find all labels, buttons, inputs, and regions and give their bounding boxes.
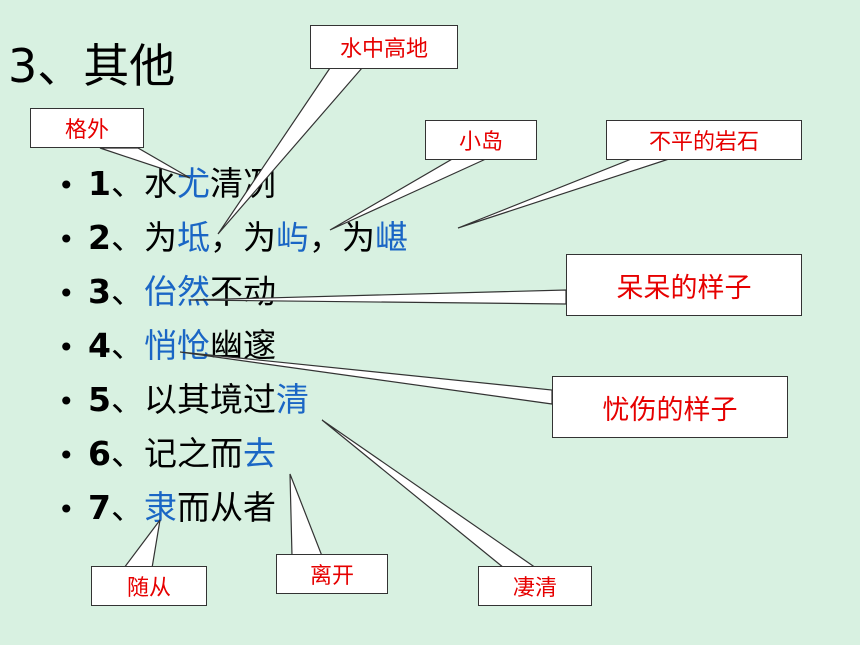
- list-item: • 3、佁然不动: [58, 264, 276, 320]
- item-text: 、为: [110, 218, 177, 257]
- item-number: 2: [88, 218, 111, 257]
- slide-title: 3、其他: [8, 39, 176, 93]
- item-text: 幽邃: [209, 326, 276, 365]
- item-number: 7: [88, 488, 111, 527]
- callout-youshang: 忧伤的样子: [552, 376, 788, 438]
- item-number: 5: [88, 380, 111, 419]
- item-text: 、: [110, 272, 144, 311]
- list-item: • 1、水尤清冽: [58, 156, 276, 212]
- highlighted-word: 去: [242, 434, 276, 473]
- item-number: 1: [88, 164, 111, 203]
- item-number: 6: [88, 434, 111, 473]
- item-text: 、以其境过: [110, 380, 276, 419]
- highlighted-word: 佁然: [143, 272, 210, 311]
- callout-buping: 不平的岩石: [606, 120, 802, 160]
- item-text: 、记之而: [110, 434, 243, 473]
- highlighted-word: 尤: [176, 164, 210, 203]
- highlighted-word: 清: [275, 380, 309, 419]
- highlighted-word: 嵁: [374, 218, 408, 257]
- item-text: ，为: [308, 218, 375, 257]
- callout-suicong: 随从: [91, 566, 207, 606]
- list-item: • 6、记之而去: [58, 426, 276, 482]
- callout-daidai: 呆呆的样子: [566, 254, 802, 316]
- bullet-icon: •: [58, 385, 75, 418]
- callout-likai: 离开: [276, 554, 388, 594]
- callout-qiqing: 凄清: [478, 566, 592, 606]
- bullet-icon: •: [58, 493, 75, 526]
- bullet-icon: •: [58, 223, 75, 256]
- callout-xiaodao: 小岛: [425, 120, 537, 160]
- list-item: • 4、悄怆幽邃: [58, 318, 276, 374]
- item-number: 3: [88, 272, 111, 311]
- highlighted-word: 屿: [275, 218, 309, 257]
- bullet-icon: •: [58, 331, 75, 364]
- callout-geway: 格外: [30, 108, 144, 148]
- item-number: 4: [88, 326, 111, 365]
- item-text: 、: [110, 326, 144, 365]
- callout-shuizhong: 水中高地: [310, 25, 458, 69]
- highlighted-word: 隶: [143, 488, 177, 527]
- bullet-icon: •: [58, 439, 75, 472]
- bullet-icon: •: [58, 277, 75, 310]
- list-item: • 7、隶而从者: [58, 480, 276, 536]
- highlighted-word: 悄怆: [143, 326, 210, 365]
- item-text: 清冽: [209, 164, 276, 203]
- bullet-icon: •: [58, 169, 75, 202]
- item-text: 、水: [110, 164, 177, 203]
- highlighted-word: 坻: [176, 218, 210, 257]
- item-text: 不动: [209, 272, 276, 311]
- item-text: 、: [110, 488, 144, 527]
- item-text: ，为: [209, 218, 276, 257]
- item-text: 而从者: [176, 488, 276, 527]
- list-item: •2、为坻，为屿，为嵁: [58, 210, 408, 266]
- list-item: • 5、以其境过清: [58, 372, 309, 428]
